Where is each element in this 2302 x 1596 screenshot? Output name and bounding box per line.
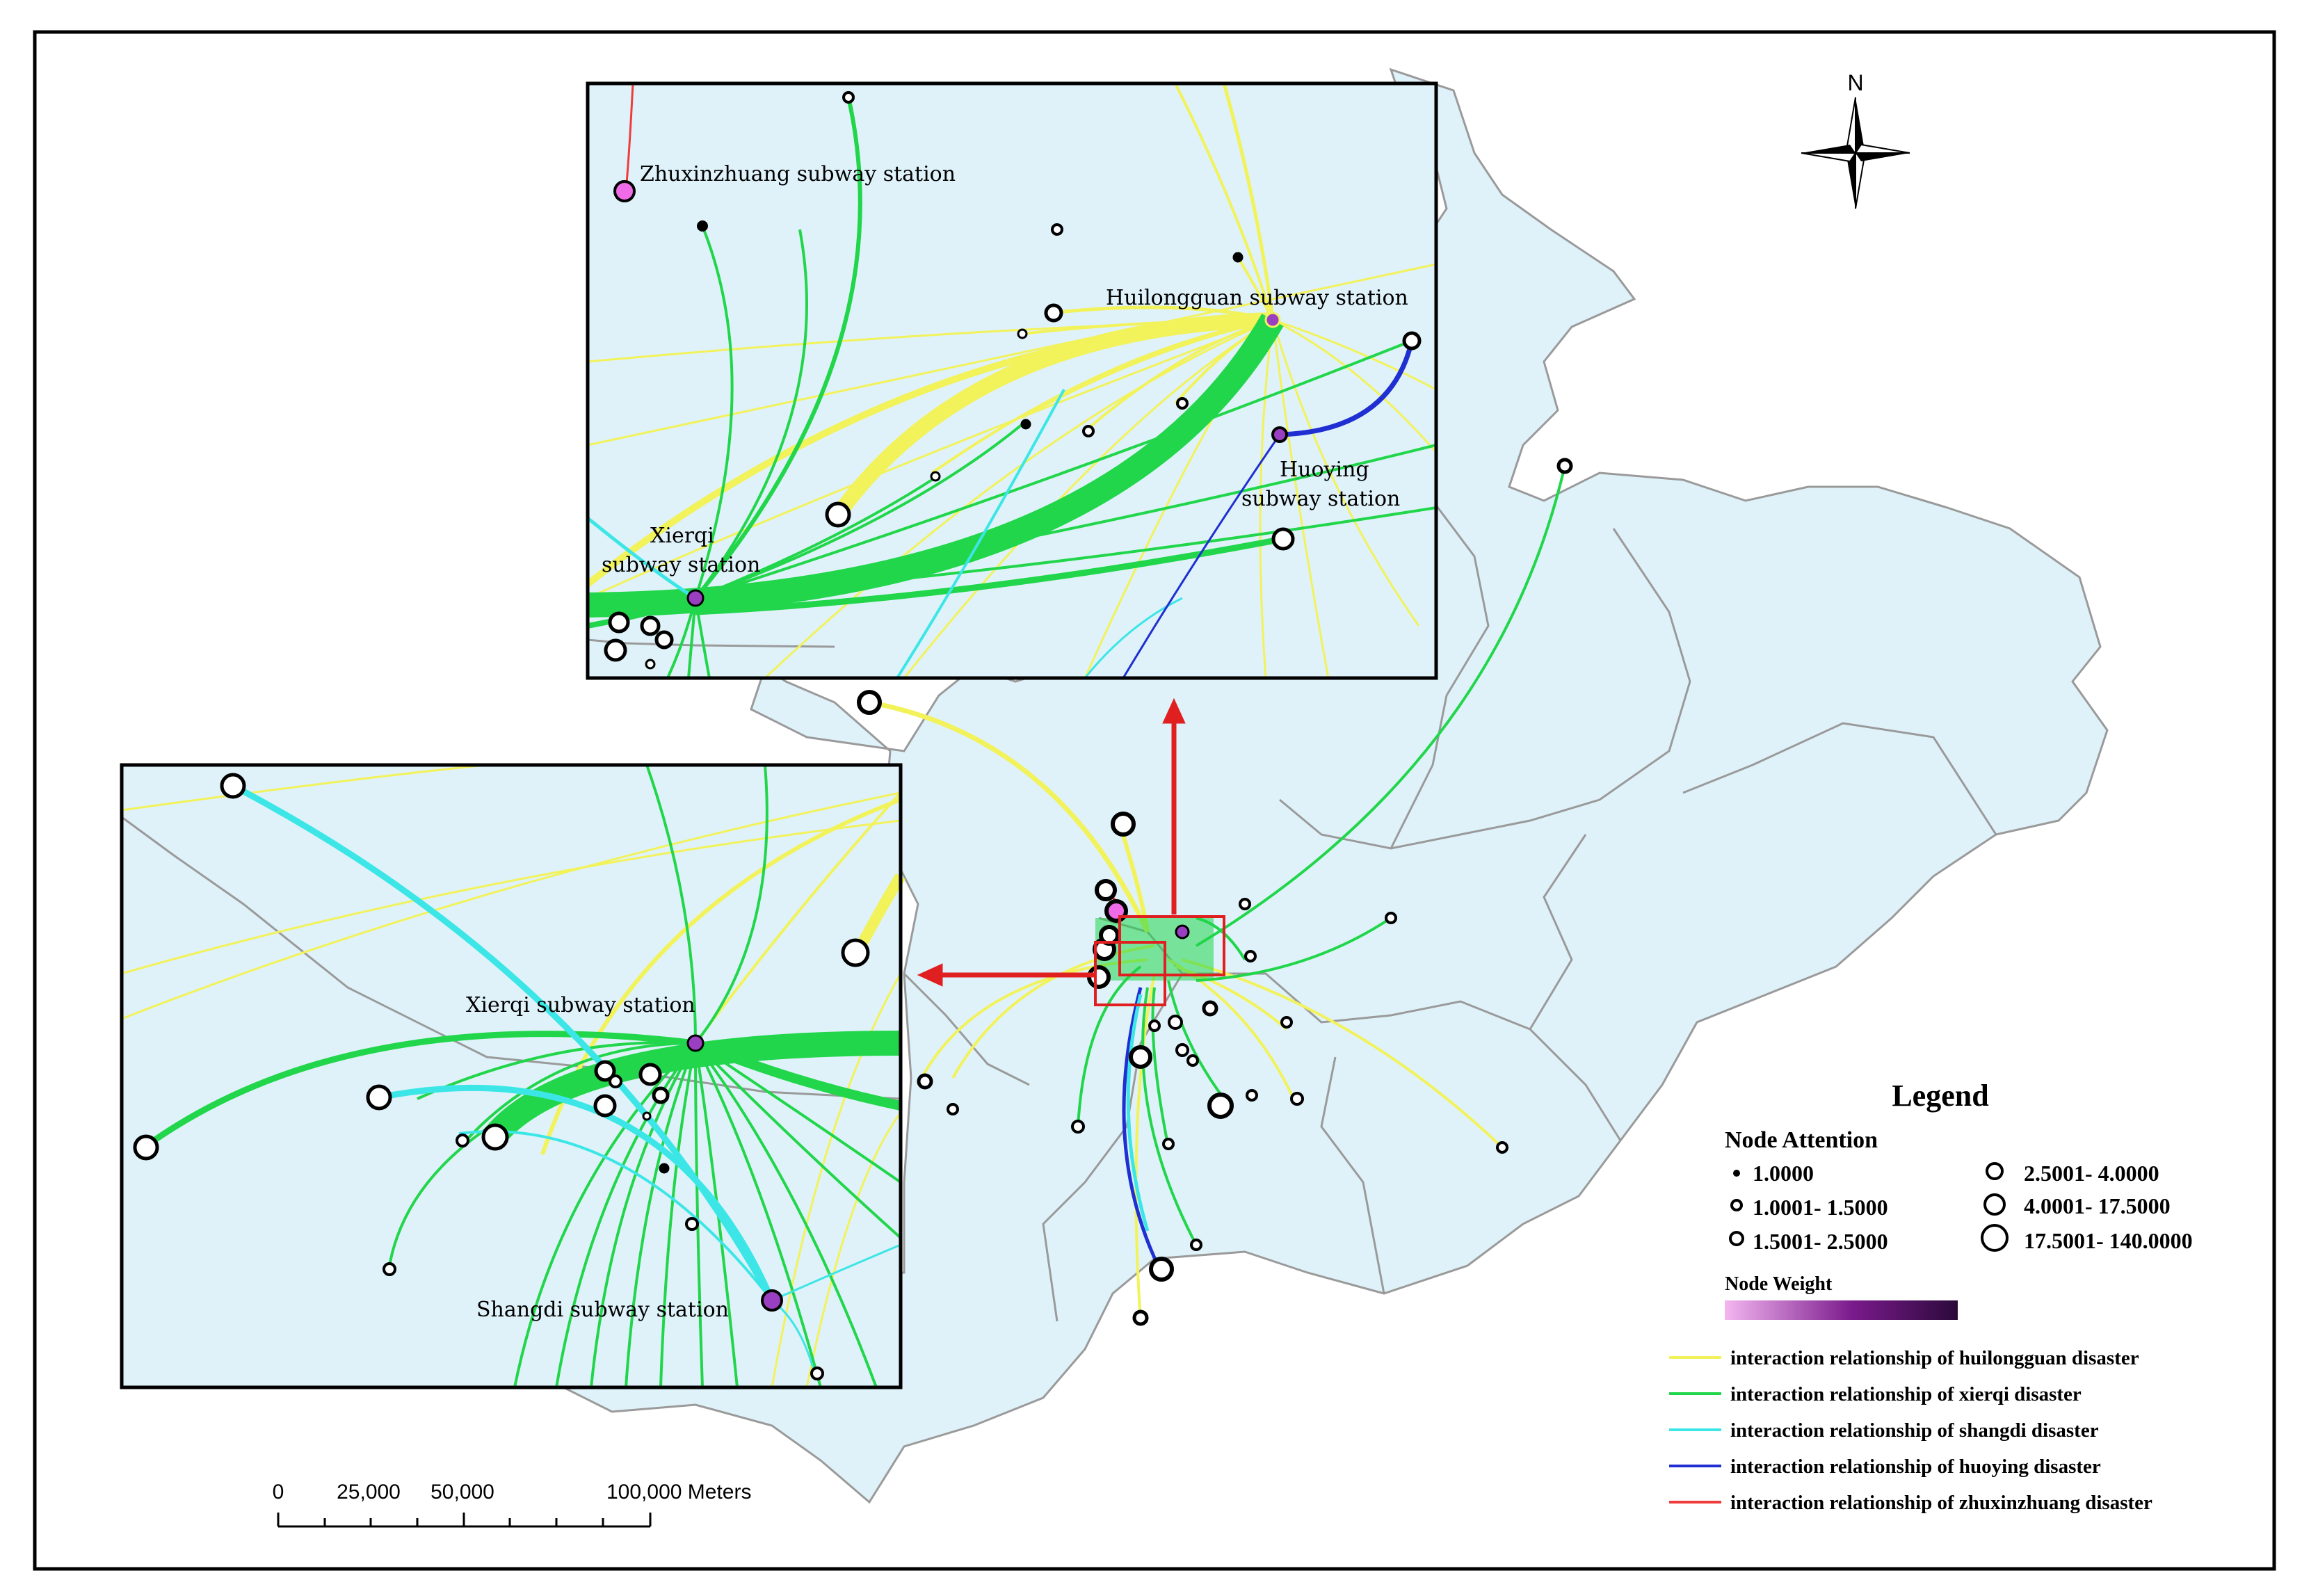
- attention-class-2: 1.0001- 1.5000: [1753, 1195, 1888, 1220]
- zhuxinzhuang-label: Zhuxinzhuang subway station: [640, 162, 956, 186]
- relation-shangdi-label: interaction relationship of shangdi disa…: [1730, 1419, 2099, 1442]
- legend: Legend Node Attention 1.0000 1.0001- 1.5…: [1669, 1079, 2193, 1514]
- region-land: [548, 67, 2109, 1504]
- huilongguan-label: Huilongguan subway station: [1106, 286, 1408, 310]
- svg-text:N: N: [1847, 70, 1863, 95]
- scale-tick-0: 0: [273, 1481, 284, 1504]
- scale-tick-50000: 50,000: [430, 1481, 494, 1504]
- relation-huoying-label: interaction relationship of huoying disa…: [1730, 1456, 2101, 1478]
- attention-class-4: 2.5001- 4.0000: [2024, 1161, 2159, 1186]
- xierqi-inset-label: Xierqi subway station: [466, 993, 695, 1017]
- relation-zhuxinzhuang-label: interaction relationship of zhuxinzhuang…: [1730, 1492, 2152, 1514]
- north-arrow-icon: N: [1801, 70, 1910, 209]
- scale-tick-25000: 25,000: [337, 1481, 401, 1504]
- attention-class-3-symbol: [1729, 1231, 1744, 1246]
- relation-xierqi-label: interaction relationship of xierqi disas…: [1730, 1383, 2082, 1405]
- scale-bar: 0 25,000 50,000 100,000 Meters: [273, 1481, 751, 1528]
- attention-class-6-symbol: [1981, 1224, 2009, 1252]
- huoying-label-2: subway station: [1241, 487, 1400, 511]
- xierqi-label-2: subway station: [602, 553, 760, 577]
- node-weight-ramp: [1725, 1300, 1958, 1320]
- node-weight-title: Node Weight: [1725, 1273, 1833, 1295]
- zoom-arrows: [917, 698, 1186, 987]
- attention-class-1: 1.0000: [1753, 1161, 1814, 1186]
- scale-tick-100000: 100,000 Meters: [606, 1481, 751, 1504]
- attention-class-4-symbol: [1986, 1162, 2004, 1180]
- legend-title: Legend: [1892, 1079, 1988, 1113]
- xierqi-label-1: Xierqi: [650, 524, 714, 548]
- huoying-label-1: Huoying: [1280, 458, 1369, 482]
- inset-left: Xierqi subway station Shangdi subway sta…: [120, 763, 905, 1389]
- attention-class-5-symbol: [1983, 1193, 2006, 1216]
- shangdi-label: Shangdi subway station: [476, 1298, 729, 1322]
- inset-top: Zhuxinzhuang subway station Huilongguan …: [585, 81, 1438, 680]
- attention-class-1-symbol: [1733, 1170, 1740, 1177]
- node-attention-title: Node Attention: [1725, 1127, 1878, 1153]
- attention-class-3: 1.5001- 2.5000: [1753, 1229, 1888, 1254]
- relation-legend: interaction relationship of huilongguan …: [1669, 1347, 2152, 1514]
- relation-huilongguan-label: interaction relationship of huilongguan …: [1730, 1347, 2139, 1369]
- attention-class-6: 17.5001- 140.0000: [2024, 1228, 2193, 1253]
- attention-class-5: 4.0001- 17.5000: [2024, 1193, 2171, 1218]
- attention-class-2-symbol: [1730, 1199, 1743, 1211]
